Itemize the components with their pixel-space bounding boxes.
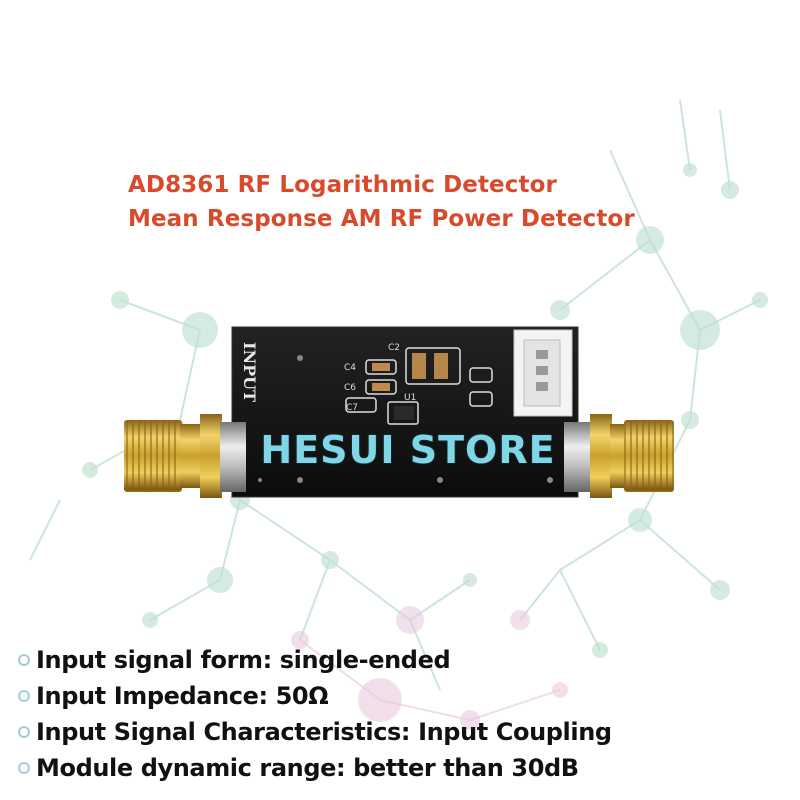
spec-list: Input signal form: single-ended Input Im… [18,642,788,786]
pcb-board: INPUT C2 C4 C6 C7 U1 [231,326,579,498]
sma-connector-left [124,414,246,498]
spec-item: Input Impedance: 50Ω [18,678,788,714]
spec-text: Input signal form: single-ended [36,646,451,674]
store-watermark: HESUI STORE [260,428,556,472]
label-c7: C7 [346,403,358,413]
title-line-1: AD8361 RF Logarithmic Detector [128,172,557,198]
spec-item: Input Signal Characteristics: Input Coup… [18,714,788,750]
bullet-circle-icon [18,762,30,774]
product-title: AD8361 RF Logarithmic Detector Mean Resp… [128,168,635,236]
bullet-circle-icon [18,726,30,738]
product-photo: INPUT C2 C4 C6 C7 U1 [124,326,674,498]
sma-connector-right [564,414,674,498]
spec-text: Input Signal Characteristics: Input Coup… [36,718,612,746]
label-c4: C4 [344,363,356,373]
label-c6: C6 [344,383,356,393]
spec-item: Module dynamic range: better than 30dB [18,750,788,786]
spec-item: Input signal form: single-ended [18,642,788,678]
title-line-2: Mean Response AM RF Power Detector [128,206,635,232]
label-u1: U1 [404,393,416,403]
bullet-circle-icon [18,690,30,702]
spec-text: Module dynamic range: better than 30dB [36,754,579,782]
label-c2: C2 [388,343,400,353]
spec-text: Input Impedance: 50Ω [36,682,329,710]
bullet-circle-icon [18,654,30,666]
silkscreen-input-label: INPUT [240,342,259,402]
